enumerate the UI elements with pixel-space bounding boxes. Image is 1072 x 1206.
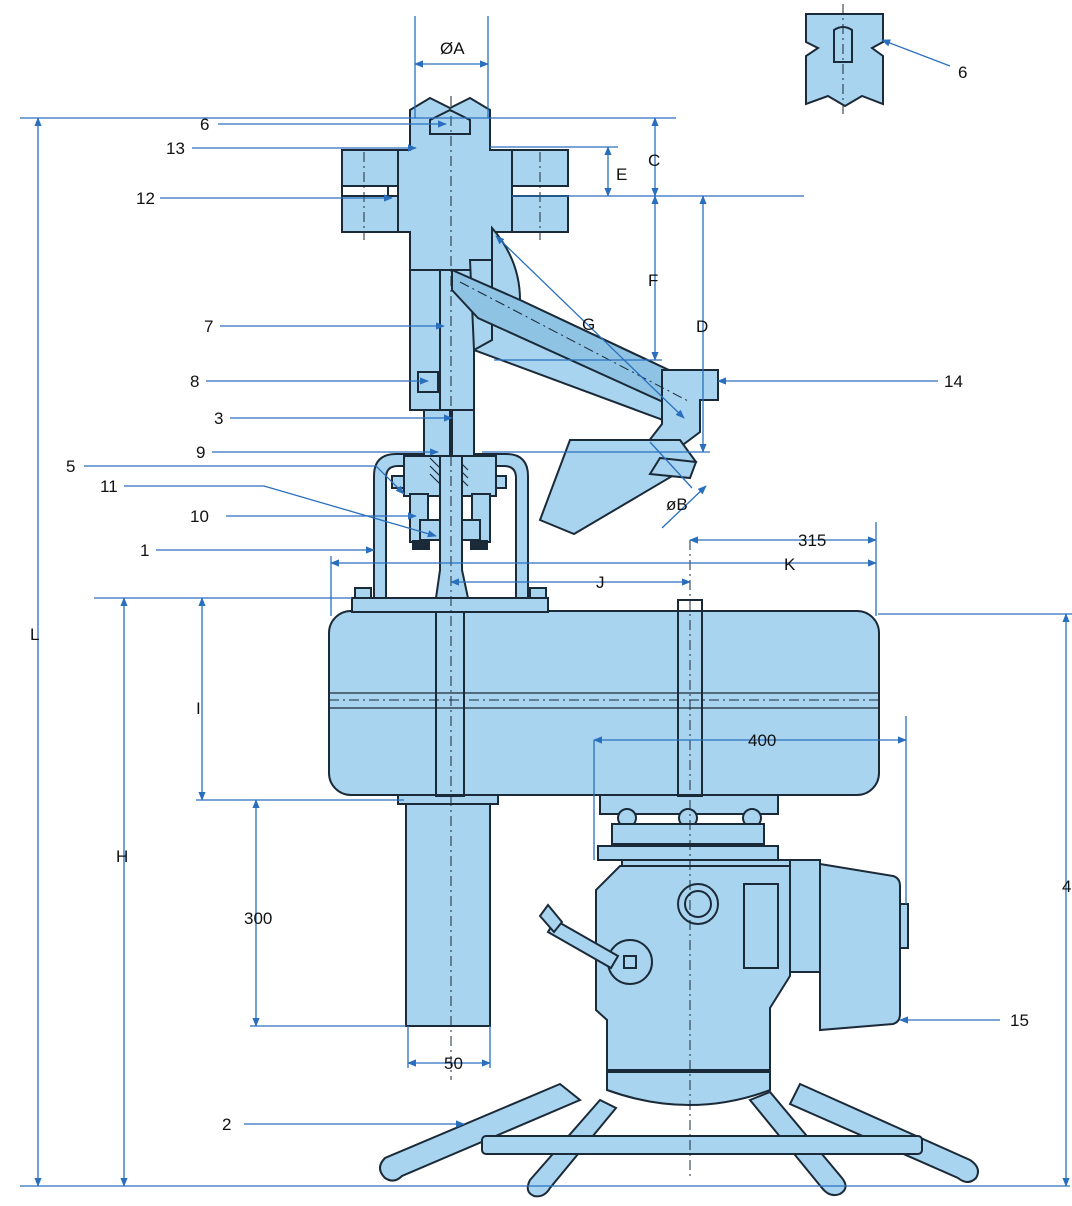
part-8: 8 xyxy=(190,372,199,391)
part-5: 5 xyxy=(66,457,75,476)
part-6-detail: 6 xyxy=(958,63,967,82)
dim-phi-a: ØA xyxy=(440,39,465,58)
part-number-text: 6 6 13 12 7 14 8 3 9 5 11 10 1 15 2 xyxy=(66,63,1029,1134)
dimension-text: ØA C E F G D øB 315 K J L I 400 H 300 50… xyxy=(30,39,1071,1073)
valve-body xyxy=(341,96,719,536)
leader-lines xyxy=(84,39,1000,1128)
part-13: 13 xyxy=(166,139,185,158)
dim-l: L xyxy=(30,625,39,644)
dim-e: E xyxy=(616,165,627,184)
dim-50: 50 xyxy=(444,1054,463,1073)
part-2: 2 xyxy=(222,1115,231,1134)
part-1: 1 xyxy=(140,541,149,560)
part-15: 15 xyxy=(1010,1011,1029,1030)
dim-315: 315 xyxy=(798,531,826,550)
dim-k: K xyxy=(784,555,796,574)
dimension-lines xyxy=(20,16,1072,1187)
dim-d: D xyxy=(696,317,708,336)
dim-4: 4 xyxy=(1062,877,1071,896)
dim-h: H xyxy=(116,847,128,866)
part-12: 12 xyxy=(136,189,155,208)
dim-f: F xyxy=(648,271,658,290)
dim-j: J xyxy=(596,573,605,592)
part-3: 3 xyxy=(214,409,223,428)
dim-300: 300 xyxy=(244,909,272,928)
part-10: 10 xyxy=(190,507,209,526)
part-11: 11 xyxy=(100,477,118,496)
part-14: 14 xyxy=(944,372,963,391)
part-9: 9 xyxy=(196,443,205,462)
actuator-housing xyxy=(328,587,880,797)
dim-400: 400 xyxy=(748,731,776,750)
gearbox-motor xyxy=(538,793,909,1071)
dim-g: G xyxy=(582,315,595,334)
part-7: 7 xyxy=(204,317,213,336)
tripod-stand xyxy=(379,1071,979,1198)
lower-cylinder xyxy=(397,793,499,1027)
detail-view-seat xyxy=(805,4,884,116)
dim-phi-b: øB xyxy=(666,495,688,514)
dim-c: C xyxy=(648,151,660,170)
dim-i: I xyxy=(196,699,201,718)
part-6: 6 xyxy=(200,115,209,134)
